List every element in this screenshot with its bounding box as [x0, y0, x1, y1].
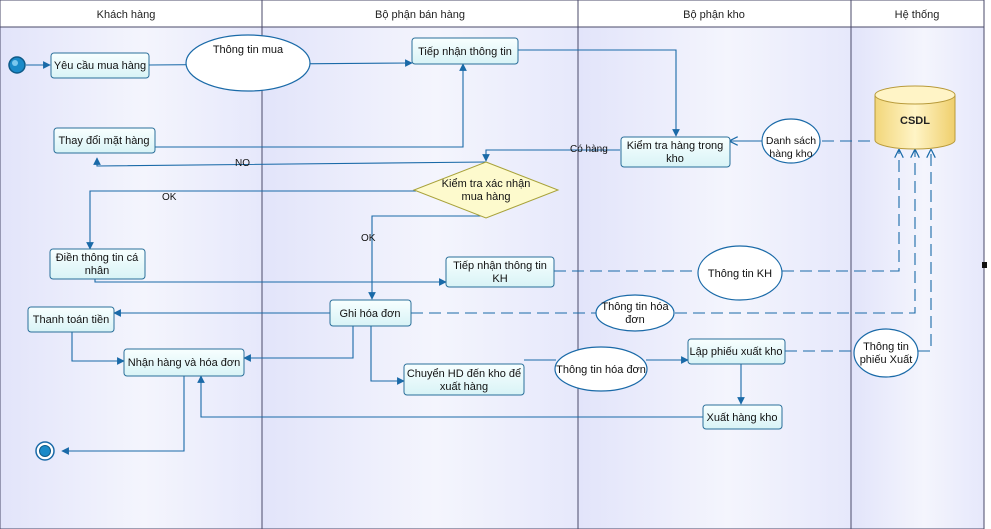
lane-title-system: Hệ thống: [895, 9, 940, 21]
object-slip-info-line2: phiếu Xuất: [860, 354, 913, 366]
label-in-stock: Có hàng: [570, 144, 608, 155]
object-invoice-info-1-line2: đơn: [625, 314, 644, 326]
object-flows: [411, 141, 931, 352]
end-node: [35, 441, 55, 461]
label-no: NO: [235, 158, 250, 169]
lane-title-sales: Bộ phận bán hàng: [375, 9, 465, 21]
activity-request-label: Yêu cầu mua hàng: [54, 60, 146, 72]
object-invoice-info-1[interactable]: Thông tin hóa đơn: [595, 294, 675, 332]
decision-line2: mua hàng: [462, 191, 511, 203]
lane-header-warehouse: [577, 0, 852, 28]
flow-receive-info-check-stock: [517, 49, 680, 137]
flow-check-stock-decision: [482, 149, 620, 162]
database-label: CSDL: [900, 115, 930, 127]
activity-receive-info-label: Tiếp nhận thông tin: [418, 46, 512, 58]
flow-invoice-receive: [243, 326, 354, 362]
flow-decision-ok-customer: [86, 190, 416, 250]
activity-invoice[interactable]: Ghi hóa đơn: [329, 299, 412, 327]
flow-pay-receive: [71, 330, 125, 365]
object-slip-info-line1: Thông tin: [863, 341, 909, 353]
decision-line1: Kiểm tra xác nhận: [442, 178, 531, 190]
object-invoice-info-2-label: Thông tin hóa đơn: [556, 364, 646, 376]
lane-title-warehouse: Bộ phận kho: [683, 9, 745, 21]
activity-check-stock[interactable]: Kiểm tra hàng trong kho: [620, 136, 731, 168]
activity-create-slip[interactable]: Lập phiếu xuất kho: [687, 338, 786, 365]
activity-pay-label: Thanh toán tiền: [33, 314, 109, 326]
object-invoice-info-2[interactable]: Thông tin hóa đơn: [554, 346, 648, 392]
label-ok-sales: OK: [361, 233, 376, 244]
activity-request[interactable]: Yêu cầu mua hàng: [50, 52, 150, 79]
resize-handle[interactable]: [982, 262, 987, 268]
flow-fill-info-receive-kh: [94, 278, 447, 286]
activity-receive-info[interactable]: Tiếp nhận thông tin: [411, 37, 519, 65]
objflow-slip-info-db: [918, 150, 931, 352]
objflow-customer-info-db: [782, 150, 899, 272]
activity-export-label: Xuất hàng kho: [707, 412, 778, 424]
label-ok-customer: OK: [162, 192, 177, 203]
flow-receive-end: [61, 376, 185, 455]
activity-receive-kh-line2: KH: [492, 273, 507, 285]
activity-fill-info-line1: Điền thông tin cá: [56, 252, 139, 264]
control-flows: [26, 49, 745, 455]
activity-check-stock-line1: Kiểm tra hàng trong: [627, 140, 724, 152]
object-nodes: Thông tin mua Danh sách hàng kho Thông t…: [185, 34, 919, 392]
activity-invoice-label: Ghi hóa đơn: [339, 308, 400, 320]
object-purchase-info[interactable]: Thông tin mua: [185, 34, 311, 92]
decision-confirm-purchase[interactable]: Kiểm tra xác nhận mua hàng: [412, 161, 560, 219]
activity-receive-kh[interactable]: Tiếp nhận thông tin KH: [445, 256, 555, 288]
object-stock-list[interactable]: Danh sách hàng kho: [761, 118, 821, 164]
activity-check-stock-line2: kho: [666, 153, 684, 165]
activity-receive[interactable]: Nhận hàng và hóa đơn: [123, 348, 245, 377]
activity-transfer-line2: xuất hàng: [440, 381, 488, 393]
activity-transfer[interactable]: Chuyển HD đến kho để xuất hàng: [403, 363, 525, 396]
activity-fill-info[interactable]: Điền thông tin cá nhân: [49, 248, 146, 280]
flow-decision-ok-sales: [368, 215, 486, 300]
lane-header-system: [850, 0, 985, 28]
activity-fill-info-line2: nhân: [85, 265, 109, 277]
object-customer-info[interactable]: Thông tin KH: [697, 245, 783, 301]
objflow-invoice-info-db: [675, 150, 915, 314]
activities: Yêu cầu mua hàng Thay đổi mặt hàng Điền …: [27, 37, 786, 430]
activity-receive-label: Nhận hàng và hóa đơn: [128, 357, 240, 369]
object-stock-list-line1: Danh sách: [766, 135, 816, 147]
edge-labels: Có hàng NO OK OK: [162, 144, 608, 244]
lane-title-customer: Khách hàng: [97, 9, 156, 21]
lane-system: [850, 0, 985, 529]
object-customer-info-label: Thông tin KH: [708, 268, 772, 280]
flow-invoice-transfer: [370, 326, 405, 385]
start-node: [8, 56, 26, 74]
flow-export-receive: [197, 375, 703, 418]
object-slip-info[interactable]: Thông tin phiếu Xuất: [853, 328, 919, 378]
activity-change-item[interactable]: Thay đổi mặt hàng: [53, 127, 156, 154]
object-purchase-info-label: Thông tin mua: [213, 44, 284, 56]
database-csdl[interactable]: CSDL: [874, 85, 956, 150]
object-stock-list-line2: hàng kho: [769, 148, 812, 160]
flow-decision-no: [93, 157, 487, 167]
activity-receive-kh-line1: Tiếp nhận thông tin: [453, 260, 547, 272]
activity-transfer-line1: Chuyển HD đến kho để: [407, 368, 521, 380]
flow-change-item-receive-info: [154, 63, 467, 148]
activity-create-slip-label: Lập phiếu xuất kho: [690, 346, 783, 358]
activity-pay[interactable]: Thanh toán tiền: [27, 306, 115, 333]
activity-export[interactable]: Xuất hàng kho: [702, 404, 783, 430]
activity-change-item-label: Thay đổi mặt hàng: [58, 135, 149, 147]
object-invoice-info-1-line1: Thông tin hóa: [601, 301, 669, 313]
